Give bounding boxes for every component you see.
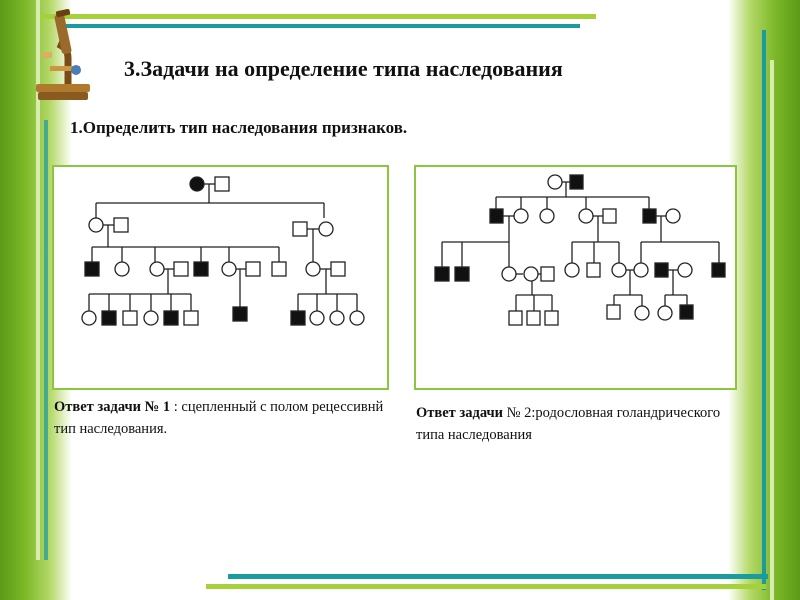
male-unaffected bbox=[271, 261, 287, 277]
male-affected bbox=[84, 261, 100, 277]
female-unaffected bbox=[221, 261, 237, 277]
female-unaffected bbox=[329, 310, 345, 326]
female-unaffected bbox=[547, 174, 563, 190]
answer-1: Ответ задачи № 1 : сцепленный с полом ре… bbox=[54, 396, 384, 440]
pedigree-panel-1 bbox=[52, 165, 389, 390]
male-affected bbox=[489, 208, 504, 224]
female-unaffected bbox=[149, 261, 165, 277]
pedigree-chart-2 bbox=[434, 174, 726, 326]
male-affected bbox=[193, 261, 209, 277]
male-unaffected bbox=[173, 261, 189, 277]
female-unaffected bbox=[578, 208, 594, 224]
male-unaffected bbox=[245, 261, 261, 277]
male-unaffected bbox=[122, 310, 138, 326]
bottom-bar-teal bbox=[228, 574, 768, 579]
female-unaffected bbox=[513, 208, 529, 224]
left-vertical-bar-2 bbox=[44, 120, 48, 560]
female-unaffected bbox=[501, 266, 517, 282]
slide-title: 3.Задачи на определение типа наследовани… bbox=[124, 56, 563, 81]
right-vertical-bar-2 bbox=[770, 60, 774, 600]
female-unaffected bbox=[81, 310, 97, 326]
male-unaffected bbox=[586, 262, 601, 278]
right-vertical-bar-1 bbox=[762, 30, 766, 590]
male-unaffected bbox=[540, 266, 555, 282]
top-bar-green bbox=[36, 14, 596, 19]
male-affected bbox=[642, 208, 657, 224]
female-unaffected bbox=[305, 261, 321, 277]
female-unaffected bbox=[634, 305, 650, 321]
male-unaffected bbox=[508, 310, 523, 326]
female-affected bbox=[189, 176, 205, 192]
female-unaffected bbox=[114, 261, 130, 277]
female-unaffected bbox=[633, 262, 649, 278]
male-unaffected bbox=[330, 261, 346, 277]
answer-2-label: Ответ задачи bbox=[416, 405, 504, 421]
pedigree-chart-1 bbox=[81, 176, 365, 326]
male-affected bbox=[290, 310, 306, 326]
answer-1-label: Ответ задачи № 1 bbox=[54, 399, 171, 415]
female-unaffected bbox=[657, 305, 673, 321]
male-affected bbox=[434, 266, 450, 282]
male-affected bbox=[101, 310, 117, 326]
female-unaffected bbox=[564, 262, 580, 278]
male-affected bbox=[232, 306, 248, 322]
female-unaffected bbox=[611, 262, 627, 278]
answer-2: Ответ задачи № 2:родословная голандричес… bbox=[416, 402, 736, 446]
left-vertical-bar-1 bbox=[36, 0, 40, 560]
microscope-icon bbox=[36, 8, 90, 100]
male-unaffected bbox=[292, 221, 308, 237]
male-affected bbox=[711, 262, 726, 278]
male-unaffected bbox=[214, 176, 230, 192]
female-unaffected bbox=[539, 208, 555, 224]
male-unaffected bbox=[526, 310, 541, 326]
male-affected bbox=[569, 174, 584, 190]
female-unaffected bbox=[523, 266, 539, 282]
male-affected bbox=[654, 262, 669, 278]
female-unaffected bbox=[318, 221, 334, 237]
male-unaffected bbox=[602, 208, 617, 224]
answer-2-text: № 2:родословная голандрического типа нас… bbox=[416, 405, 721, 443]
female-unaffected bbox=[309, 310, 325, 326]
answer-1-text: : сцепленный с полом рецессивнй тип насл… bbox=[54, 399, 384, 437]
female-unaffected bbox=[677, 262, 693, 278]
male-affected bbox=[679, 304, 694, 320]
male-unaffected bbox=[183, 310, 199, 326]
female-unaffected bbox=[349, 310, 365, 326]
male-unaffected bbox=[606, 304, 621, 320]
top-bar-teal bbox=[60, 24, 580, 28]
female-unaffected bbox=[143, 310, 159, 326]
female-unaffected bbox=[88, 217, 104, 233]
task-subtitle: 1.Определить тип наследования признаков. bbox=[70, 118, 408, 137]
pedigree-panel-2 bbox=[414, 165, 737, 390]
male-unaffected bbox=[544, 310, 559, 326]
bottom-bar-green bbox=[206, 584, 766, 589]
male-affected bbox=[163, 310, 179, 326]
male-affected bbox=[454, 266, 470, 282]
male-unaffected bbox=[113, 217, 129, 233]
female-unaffected bbox=[665, 208, 681, 224]
